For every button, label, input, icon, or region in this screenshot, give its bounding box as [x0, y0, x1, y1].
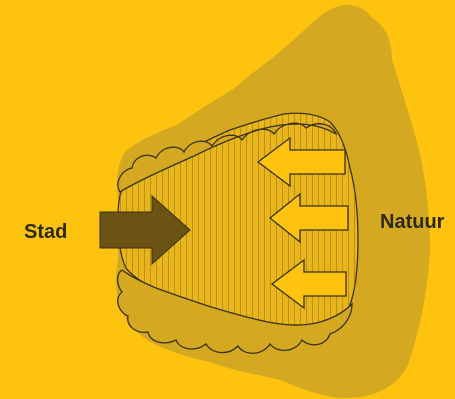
nature-label: Natuur: [380, 212, 444, 232]
city-label: Stad: [24, 222, 67, 242]
